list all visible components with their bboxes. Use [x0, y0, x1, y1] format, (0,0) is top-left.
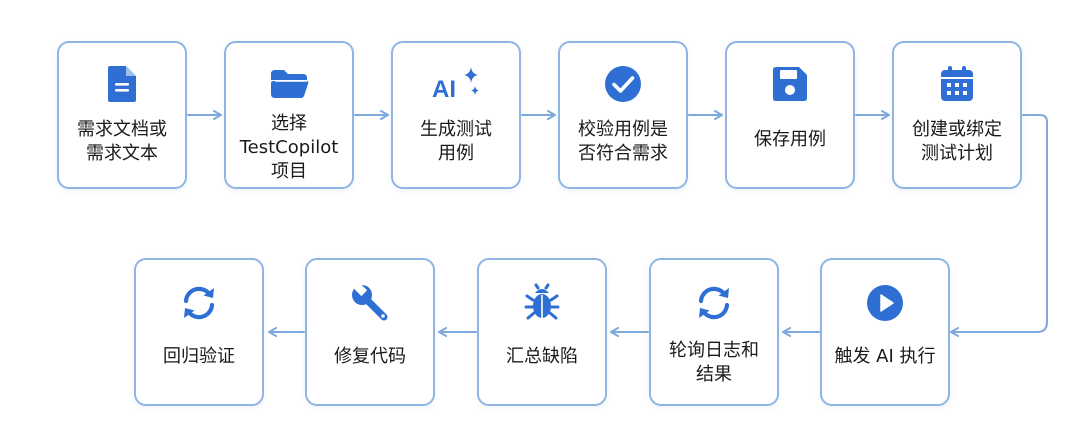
- refresh-icon: [136, 282, 262, 324]
- step-card-generate-cases: AI 生成测试 用例: [391, 41, 521, 189]
- step-label: 校验用例是 否符合需求: [578, 119, 668, 164]
- calendar-icon: [894, 63, 1020, 105]
- step-card-test-plan: 创建或绑定 测试计划: [892, 41, 1022, 189]
- play-icon: [822, 282, 948, 324]
- step-label: 汇总缺陷: [506, 346, 578, 367]
- step-card-trigger-ai: 触发 AI 执行: [820, 258, 950, 406]
- refresh-icon: [651, 282, 777, 324]
- step-card-requirements: 需求文档或 需求文本: [57, 41, 187, 189]
- step-label: 保存用例: [754, 129, 826, 150]
- document-icon: [59, 63, 185, 105]
- step-card-collect-defects: 汇总缺陷: [477, 258, 607, 406]
- check-circle-icon: [560, 63, 686, 105]
- step-label: 选择 TestCopilot 项目: [239, 113, 339, 182]
- step-card-save-cases: 保存用例: [725, 41, 855, 189]
- wrench-icon: [307, 282, 433, 324]
- folder-icon: [226, 63, 352, 105]
- step-label: 回归验证: [163, 346, 235, 367]
- save-icon: [727, 63, 853, 105]
- step-label: 触发 AI 执行: [834, 346, 936, 367]
- step-card-fix-code: 修复代码: [305, 258, 435, 406]
- step-label: 创建或绑定 测试计划: [912, 119, 1002, 164]
- step-label: 修复代码: [334, 346, 406, 367]
- step-label: 需求文档或 需求文本: [77, 119, 167, 164]
- step-card-regression: 回归验证: [134, 258, 264, 406]
- svg-text:AI: AI: [432, 76, 456, 103]
- ai-sparkle-icon: AI: [393, 63, 519, 105]
- step-card-validate-cases: 校验用例是 否符合需求: [558, 41, 688, 189]
- bug-icon: [479, 282, 605, 324]
- step-card-poll-logs: 轮询日志和 结果: [649, 258, 779, 406]
- step-card-select-project: 选择 TestCopilot 项目: [224, 41, 354, 189]
- step-label: 生成测试 用例: [420, 119, 492, 164]
- arrow-step6-step7: [950, 114, 1048, 337]
- step-label: 轮询日志和 结果: [669, 340, 759, 385]
